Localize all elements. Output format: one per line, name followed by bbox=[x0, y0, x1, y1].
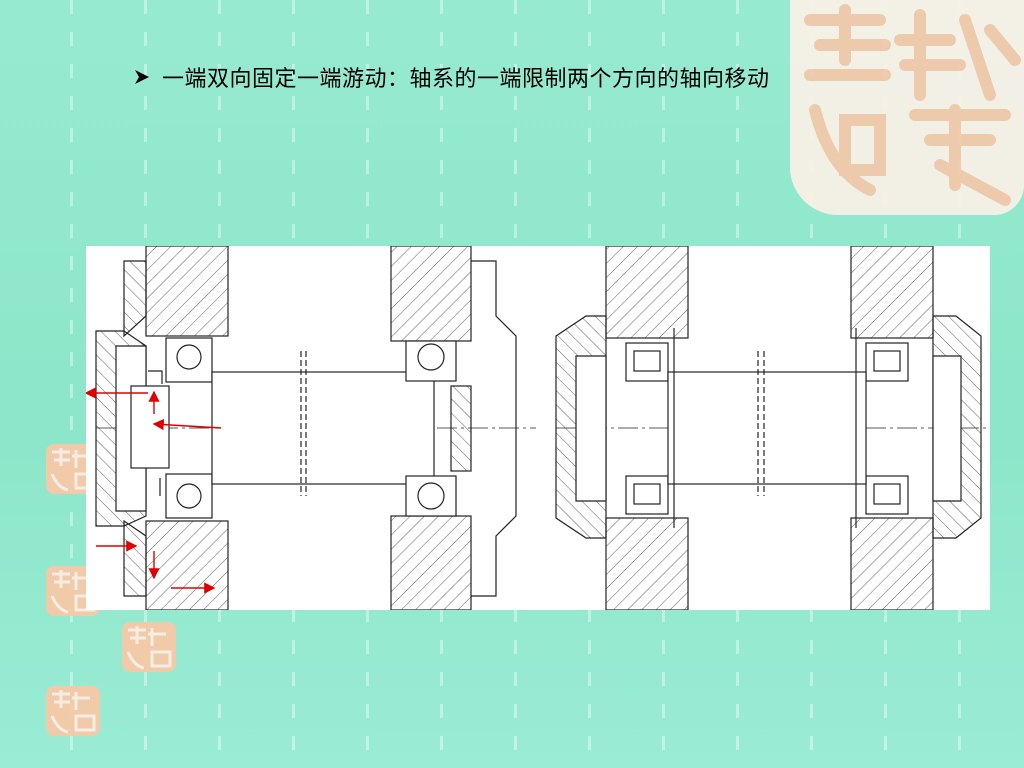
decorative-seal-large bbox=[790, 0, 1024, 215]
left-assembly bbox=[95, 246, 536, 610]
force-arrows bbox=[86, 387, 222, 594]
decorative-seal-small-4 bbox=[46, 686, 100, 736]
right-assembly bbox=[555, 246, 986, 610]
bullet-heading-row: 一端双向固定一端游动：轴系的一端限制两个方向的轴向移动 bbox=[132, 60, 770, 94]
bearing-drawing-figure bbox=[86, 246, 990, 610]
decorative-seal-small-3 bbox=[122, 622, 176, 672]
bullet-heading-text: 一端双向固定一端游动：轴系的一端限制两个方向的轴向移动 bbox=[162, 67, 770, 92]
bearing-drawing-svg bbox=[86, 246, 986, 610]
arrow-bullet-icon bbox=[135, 70, 149, 84]
